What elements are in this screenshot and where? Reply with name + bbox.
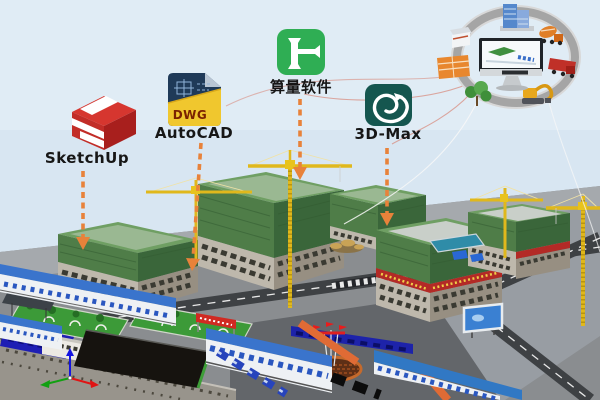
tower-crane-3	[470, 185, 543, 258]
building-under-construction-5	[468, 204, 570, 279]
quantity-software-icon	[277, 29, 325, 75]
quantity-software-label: 算量软件	[270, 78, 332, 96]
dwg-badge: DWG	[173, 108, 208, 122]
cad-sketch-lines	[174, 79, 211, 97]
material-piles	[330, 239, 364, 253]
ring-item-brick-wall	[437, 55, 470, 79]
red-banner	[376, 268, 502, 293]
red-banner-gate	[196, 313, 236, 338]
arrow-3d-max	[380, 148, 394, 226]
ring-item-site-shed	[450, 27, 472, 48]
monitor-with-bim-model	[479, 38, 543, 91]
3d-max-label: 3D-Max	[354, 125, 421, 143]
tower-crane-4	[546, 193, 600, 326]
connector-lines	[225, 73, 600, 253]
ring-item-building	[500, 4, 534, 31]
autocad-dwg-icon	[167, 73, 222, 126]
arrow-quantity-software	[293, 99, 307, 180]
axis-gizmo	[40, 348, 99, 388]
canopy	[2, 291, 56, 320]
building-under-construction-2	[198, 172, 344, 290]
ring-item-tree	[465, 81, 492, 106]
sketchup-icon	[72, 96, 136, 150]
site-office-row-1	[0, 264, 177, 326]
autocad-label: AutoCAD	[155, 124, 233, 142]
site-office-row-4	[374, 350, 522, 400]
billboard	[462, 302, 504, 338]
parked-cars-blue	[215, 348, 289, 398]
site-office-row-2	[0, 314, 62, 350]
sketchup-label: SketchUp	[45, 149, 129, 167]
water-pond	[428, 233, 486, 253]
ring-item-excavator	[522, 84, 554, 104]
site-office-row-3	[205, 328, 333, 393]
annotation-arrows	[76, 99, 394, 271]
cycle-ring-diagram	[437, 4, 581, 109]
ring-item-dump-truck	[548, 58, 576, 79]
arrow-autocad	[186, 142, 203, 271]
arrow-sketchup	[76, 171, 90, 250]
site-machines	[452, 250, 484, 262]
parked-cars-dark	[330, 372, 382, 400]
3d-max-icon	[365, 84, 412, 126]
